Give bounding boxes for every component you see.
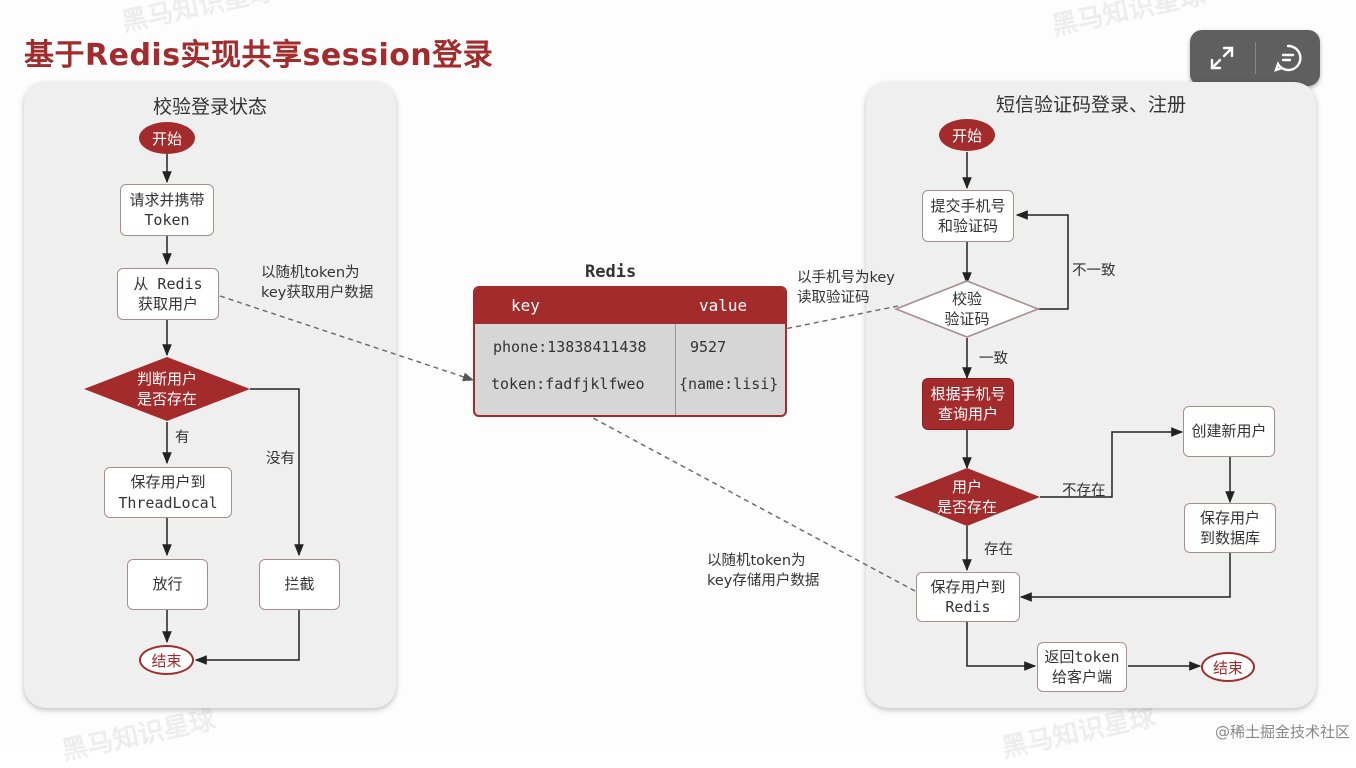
- slide: 黑马知识星球 黑马知识星球 黑马知识星球 黑马知识星球 基于Redis实现共享s…: [24, 0, 1350, 767]
- right-step-save-db: 保存用户 到数据库: [1184, 503, 1276, 553]
- redis-table: key value phone:13838411438 9527 token:f…: [473, 286, 787, 417]
- right-step-save-redis: 保存用户到 Redis: [916, 572, 1020, 622]
- right-step-return: 返回token 给客户端: [1037, 642, 1127, 692]
- left-step-request: 请求并携带 Token: [120, 184, 214, 236]
- right-decision-verify-label: 校验 验证码: [944, 289, 990, 328]
- redis-row-value: {name:lisi}: [679, 375, 779, 393]
- left-label-no: 没有: [266, 451, 295, 467]
- left-step-pass: 放行: [127, 559, 208, 610]
- comment-button[interactable]: [1256, 30, 1320, 86]
- right-label-match: 一致: [979, 351, 1008, 367]
- toolbar-divider: [1255, 42, 1256, 74]
- left-step-get-user: 从 Redis 获取用户: [117, 268, 219, 320]
- right-decision-exists-label: 用户 是否存在: [936, 477, 997, 516]
- decision-user-exists-right: [894, 468, 1040, 526]
- right-step-create: 创建新用户: [1183, 406, 1275, 457]
- left-label-yes: 有: [175, 430, 190, 446]
- right-label-not-exist: 不存在: [1062, 483, 1106, 499]
- image-toolbar: [1190, 30, 1320, 86]
- redis-row-key: token:fadfjklfweo: [491, 375, 645, 393]
- annotation-fetch: 以随机token为 key获取用户数据: [261, 265, 374, 301]
- redis-col-value: value: [699, 296, 748, 315]
- expand-icon: [1210, 46, 1234, 70]
- credit-text: @稀土掘金技术社区: [1214, 723, 1350, 741]
- right-end: 结束: [1201, 652, 1255, 682]
- right-label-mismatch: 不一致: [1072, 263, 1116, 279]
- redis-row-key: phone:13838411438: [493, 338, 647, 356]
- right-step-submit: 提交手机号 和验证码: [922, 190, 1014, 242]
- right-step-query: 根据手机号 查询用户: [922, 378, 1014, 430]
- redis-title: Redis: [585, 262, 637, 282]
- right-panel-title: 短信验证码登录、注册: [995, 94, 1186, 116]
- connectors: [84, 152, 1235, 671]
- comment-icon: [1274, 44, 1302, 72]
- left-start: 开始: [139, 122, 195, 154]
- right-start: 开始: [939, 119, 995, 151]
- expand-button[interactable]: [1190, 30, 1254, 86]
- left-end: 结束: [139, 645, 194, 675]
- redis-column-divider: [675, 324, 676, 415]
- decision-verify-code: [893, 280, 1041, 338]
- left-step-block: 拦截: [259, 559, 340, 610]
- redis-row-value: 9527: [690, 338, 727, 356]
- left-panel-title: 校验登录状态: [152, 96, 267, 118]
- page-title: 基于Redis实现共享session登录: [24, 38, 494, 73]
- left-decision-label: 判断用户 是否存在: [136, 369, 197, 408]
- left-step-save: 保存用户到 ThreadLocal: [104, 467, 232, 518]
- right-label-exist: 存在: [984, 542, 1013, 558]
- redis-col-key: key: [511, 296, 540, 315]
- annotation-store: 以随机token为 key存储用户数据: [707, 553, 820, 589]
- annotation-read-code: 以手机号为key 读取验证码: [797, 270, 895, 306]
- decision-user-exists-left: [84, 357, 250, 421]
- redis-table-header: key value: [475, 288, 785, 324]
